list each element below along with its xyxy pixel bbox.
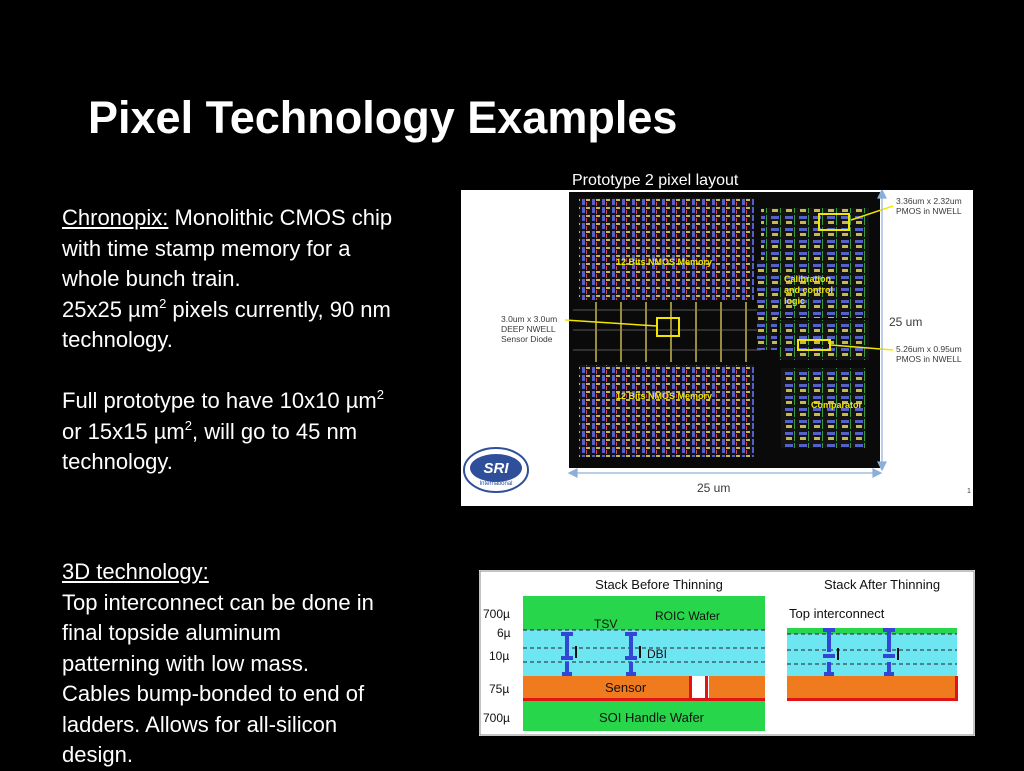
thin-roic-layer [787, 628, 957, 634]
stack-figure: Stack Before Thinning Stack After Thinni… [479, 570, 975, 736]
sensor-diode-marker [656, 317, 680, 337]
dimension-right-label: 25 um [889, 315, 922, 329]
chronopix-line: pixels currently, 90 nm [166, 296, 391, 322]
handle-wafer-label: SOI Handle Wafer [599, 710, 705, 725]
calibration-label-2: and control [784, 285, 833, 295]
dimension-bottom-label: 25 um [697, 481, 730, 495]
pmos-bottom-label-1: 5.26um x 0.95um [896, 344, 962, 354]
pmos-bottom-marker [797, 339, 831, 351]
pixel-layout-svg: 12 Bits NMOS Memory 12 Bits NMOS Memory … [463, 190, 971, 495]
thickness-label: 10µ [489, 649, 509, 663]
pmos-top-label-2: PMOS in NWELL [896, 206, 962, 216]
dbi-label: DBI [647, 647, 667, 661]
layout-caption: Prototype 2 pixel layout [572, 172, 739, 189]
handle-wafer-layer [523, 701, 765, 731]
diode-label-3: Sensor Diode [501, 334, 553, 344]
stack-after [787, 628, 958, 701]
memory-block-top [579, 198, 754, 300]
chronopix-line: or 15x15 µm [62, 418, 185, 444]
chronopix-line: technology. [62, 449, 173, 474]
chronopix-line: whole bunch train. [62, 266, 241, 291]
pmos-top-label-1: 3.36um x 2.32um [896, 196, 962, 206]
thickness-label: 6µ [497, 626, 511, 640]
calibration-label-1: Calibration [784, 274, 831, 284]
sensor-label: Sensor [605, 680, 647, 695]
chronopix-heading: Chronopix: [62, 205, 169, 230]
sensor-layer [523, 676, 689, 698]
sri-logo-text: SRI [483, 460, 509, 477]
calibration-label-3: logic [784, 296, 805, 306]
tech3d-line: final topside aluminum [62, 620, 281, 645]
dbi-layer [523, 630, 765, 676]
superscript: 2 [184, 417, 192, 433]
pixel-layout-figure: 12 Bits NMOS Memory 12 Bits NMOS Memory … [461, 190, 973, 506]
slide-title: Pixel Technology Examples [88, 92, 678, 143]
pmos-top-marker [818, 213, 850, 231]
tech3d-line: design. [62, 742, 133, 767]
sri-logo-subtext: International [479, 481, 512, 487]
comparator-label: Comparator [811, 400, 863, 410]
pmos-bottom-label-2: PMOS in NWELL [896, 354, 962, 364]
page-number: 1 [967, 488, 971, 495]
thin-dbi-layer [787, 634, 957, 676]
tech3d-line: Cables bump-bonded to end of [62, 681, 365, 706]
top-interconnect-label: Top interconnect [789, 606, 885, 621]
chronopix-text: Chronopix: Monolithic CMOS chip with tim… [62, 203, 392, 478]
roic-label: ROIC Wafer [655, 609, 720, 623]
sri-logo: SRI International [463, 447, 529, 493]
thin-sensor-layer [787, 676, 957, 698]
stack-svg: Stack Before Thinning Stack After Thinni… [479, 570, 975, 736]
chronopix-line: with time stamp memory for a [62, 235, 351, 261]
tsv-label: TSV [594, 617, 617, 631]
chronopix-line: 25x25 µm [62, 296, 160, 322]
sensor-layer-right [709, 676, 765, 698]
superscript: 2 [159, 295, 167, 311]
calibration-logic-block [761, 208, 869, 318]
tech3d-line: patterning with low mass. [62, 650, 309, 676]
logic-column [757, 260, 777, 350]
thickness-label: 700µ [483, 711, 510, 725]
chronopix-line: , will go to 45 nm [191, 418, 358, 444]
comparator-block [781, 368, 866, 448]
roic-wafer-layer [523, 596, 765, 630]
chronopix-line: Monolithic CMOS chip [168, 205, 393, 230]
chronopix-line: technology. [62, 327, 173, 352]
thickness-label: 700µ [483, 607, 510, 621]
tech3d-heading: 3D technology: [62, 559, 209, 584]
thickness-label: 75µ [489, 682, 509, 696]
stack-before-title: Stack Before Thinning [595, 577, 723, 592]
diode-label-1: 3.0um x 3.0um [501, 314, 557, 324]
stack-before: TSV ROIC Wafer DBI Sensor SOI Handle Waf… [523, 596, 765, 731]
memory-block-bottom [579, 365, 754, 457]
tech3d-line: Top interconnect can be done in [62, 589, 374, 615]
diode-label-2: DEEP NWELL [501, 324, 556, 334]
stack-after-title: Stack After Thinning [824, 577, 940, 592]
tech3d-line: ladders. Allows for all-silicon [62, 711, 338, 737]
chronopix-line: Full prototype to have 10x10 µm [62, 388, 377, 413]
superscript: 2 [376, 387, 384, 402]
memory-label-bottom: 12 Bits NMOS Memory [616, 391, 712, 401]
memory-label-top: 12 Bits NMOS Memory [616, 257, 712, 267]
tech3d-text: 3D technology: Top interconnect can be d… [62, 557, 374, 771]
